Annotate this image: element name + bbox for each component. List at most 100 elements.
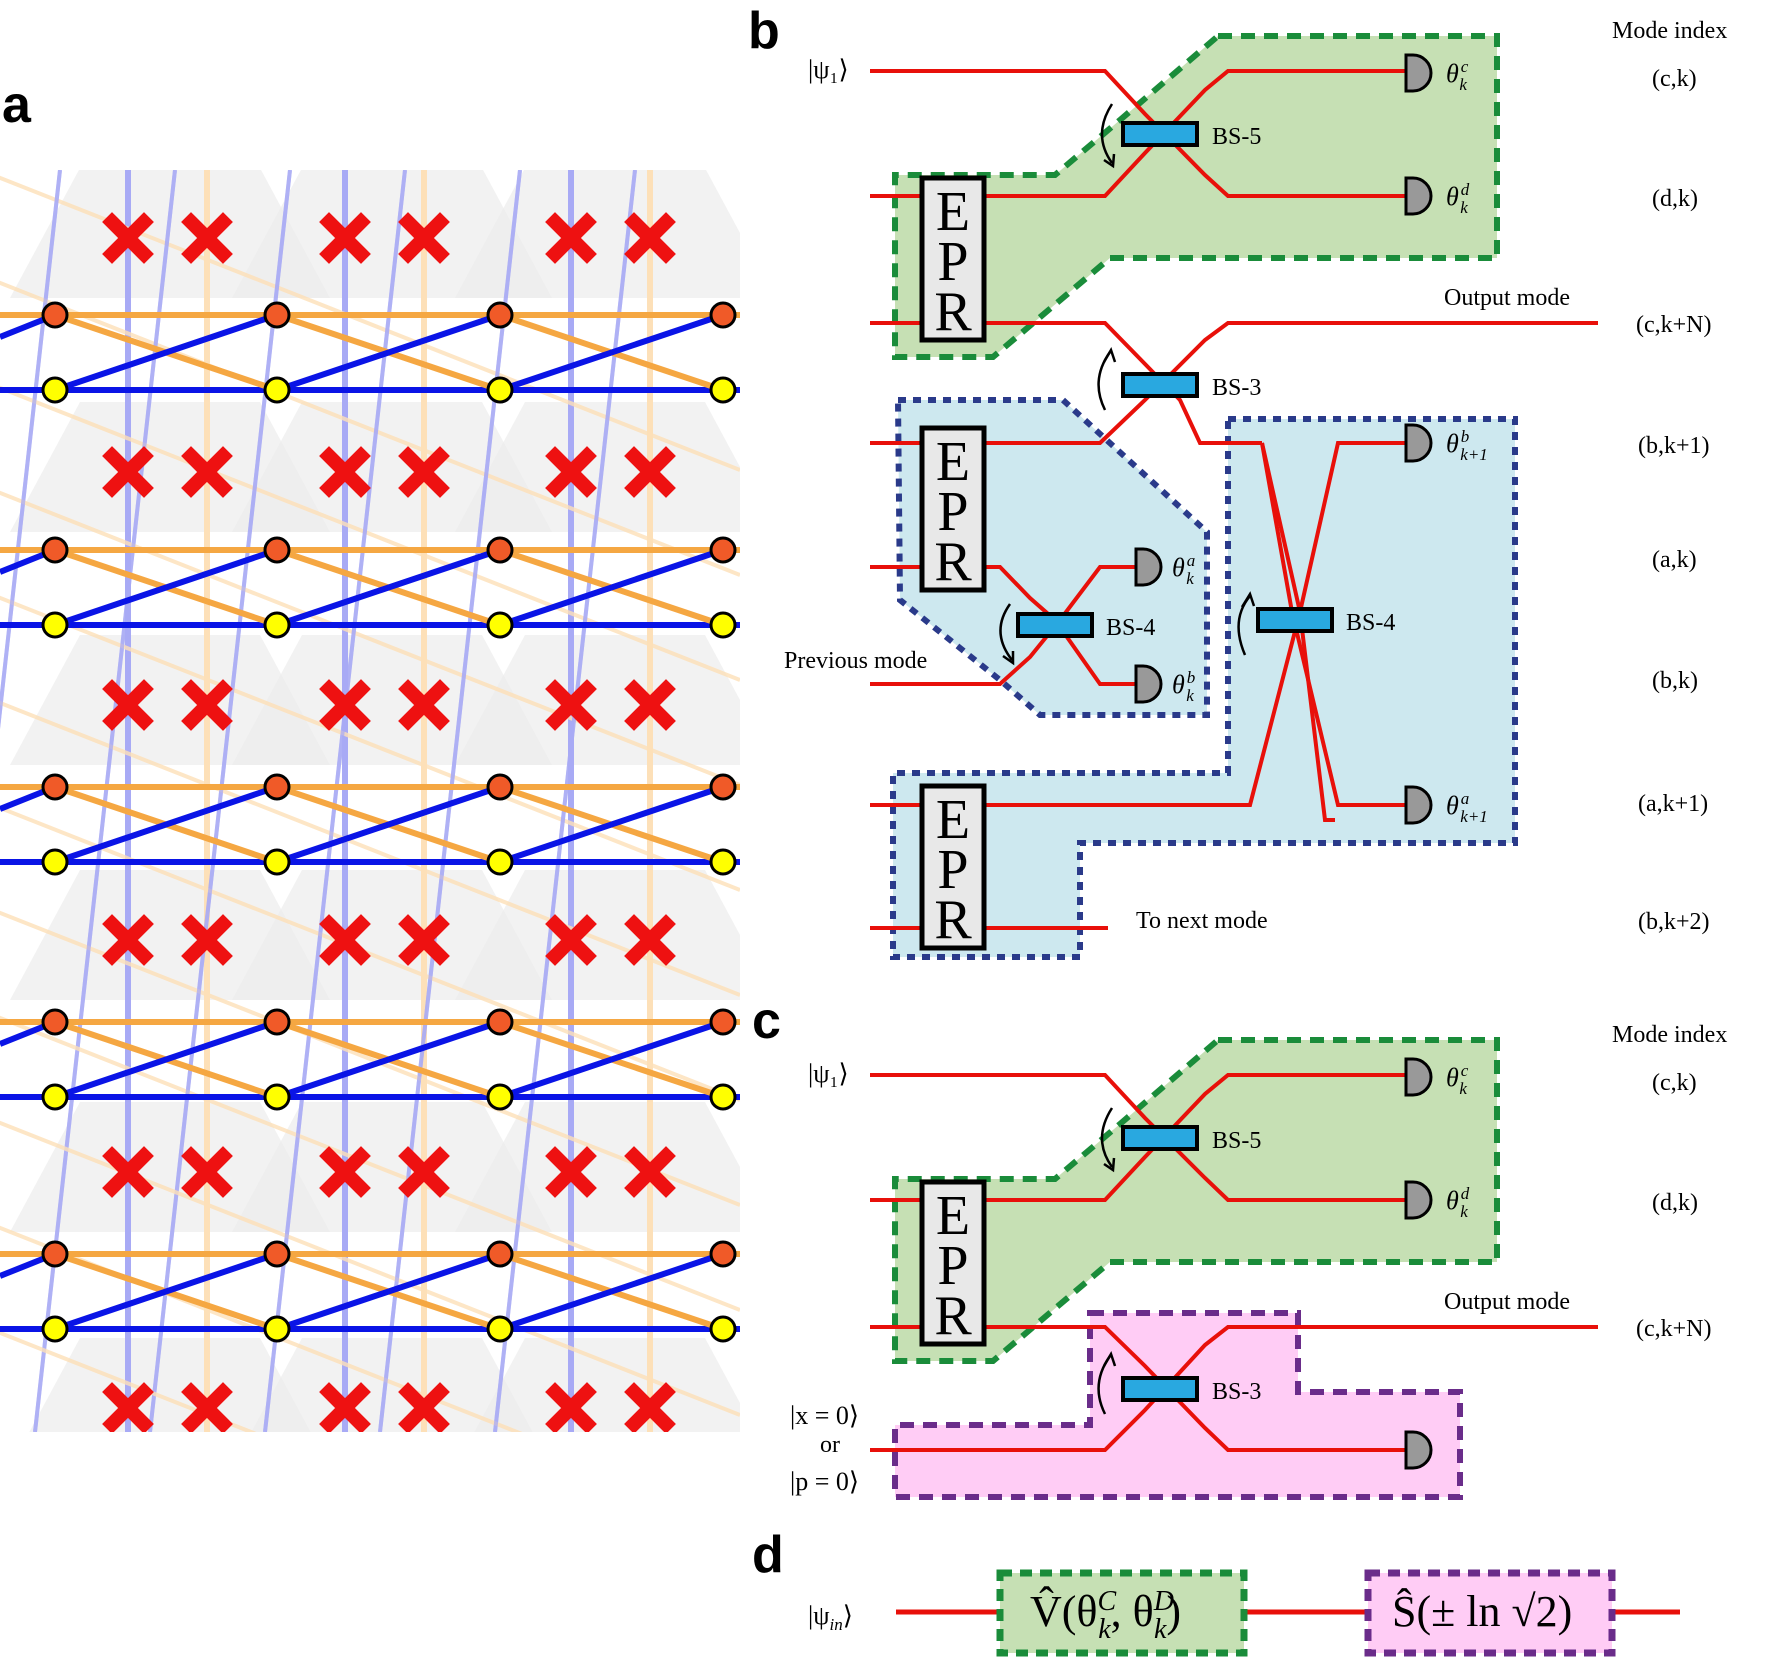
deleted-node-cross xyxy=(102,914,154,966)
svg-text:R: R xyxy=(934,281,972,343)
mode-index-title-c: Mode index xyxy=(1612,1022,1727,1048)
deleted-node-cross xyxy=(319,914,371,966)
yellow-node xyxy=(41,1083,69,1111)
lattice-bg-shape xyxy=(455,402,740,532)
input-ket-d: |ψin⟩ xyxy=(808,1601,853,1634)
mode-index-6: (a,k+1) xyxy=(1638,791,1708,817)
svg-text:P: P xyxy=(937,1235,968,1297)
blue-diagonal-edge xyxy=(276,1019,501,1100)
lattice-light-diagonal xyxy=(0,385,740,682)
yellow-node xyxy=(709,1315,737,1343)
detector-icon xyxy=(1404,423,1433,463)
lattice-light-diagonal xyxy=(493,170,637,1432)
epr-box-2 xyxy=(919,425,987,593)
orange-node xyxy=(709,1008,737,1036)
deleted-node-cross xyxy=(181,679,233,731)
panel-d-label: d xyxy=(752,1526,784,1584)
svg-text:E: E xyxy=(936,789,970,851)
mode-index-c-1: (d,k) xyxy=(1652,1190,1698,1216)
epr-box-3 xyxy=(919,783,987,951)
bs4b-label: BS-4 xyxy=(1346,610,1395,636)
deleted-node-cross xyxy=(102,1146,154,1198)
blue-diagonal-edge xyxy=(54,1251,278,1332)
input-ket-c: |ψ₁⟩ xyxy=(808,1059,849,1088)
orange-node xyxy=(486,301,514,329)
bs5-rect xyxy=(1121,121,1199,147)
deleted-node-cross xyxy=(545,1146,597,1198)
orange-node xyxy=(41,536,69,564)
ancilla-x-ket: |x = 0⟩ xyxy=(790,1401,859,1430)
deleted-node-cross xyxy=(319,1146,371,1198)
yellow-node xyxy=(486,1315,514,1343)
mode-index-c-0: (c,k) xyxy=(1652,1070,1697,1096)
deleted-node-cross xyxy=(102,446,154,498)
yellow-node xyxy=(486,611,514,639)
orange-node xyxy=(41,301,69,329)
orange-node xyxy=(263,536,291,564)
mode-index-7: (b,k+2) xyxy=(1638,909,1710,935)
deleted-node-cross xyxy=(102,212,154,264)
deleted-node-cross xyxy=(398,914,450,966)
svg-text:R: R xyxy=(934,1285,972,1347)
deleted-node-cross xyxy=(624,1382,676,1432)
orange-node xyxy=(486,1240,514,1268)
bs3-label-c: BS-3 xyxy=(1212,1379,1261,1405)
orange-node xyxy=(263,301,291,329)
yellow-node xyxy=(486,376,514,404)
panel-a-label: a xyxy=(2,76,32,134)
lattice-bg-shape xyxy=(474,1338,740,1432)
deleted-node-cross xyxy=(545,914,597,966)
yellow-node xyxy=(486,1083,514,1111)
yellow-node xyxy=(263,1315,291,1343)
output-mode-label-b: Output mode xyxy=(1444,285,1570,311)
panel-b-label: b xyxy=(748,2,780,60)
yellow-node xyxy=(709,1083,737,1111)
deleted-node-cross xyxy=(181,446,233,498)
panel-c-label: c xyxy=(752,992,781,1050)
yellow-node xyxy=(41,848,69,876)
mode-index-5: (b,k) xyxy=(1652,668,1698,694)
orange-node xyxy=(709,301,737,329)
svg-text:R: R xyxy=(934,889,972,951)
v-operator-box xyxy=(996,1569,1248,1657)
mode-index-c-2: (c,k+N) xyxy=(1636,1316,1712,1342)
svg-text:θak+1: θak+1 xyxy=(1446,789,1488,826)
orange-node xyxy=(486,536,514,564)
mode-index-4: (a,k) xyxy=(1652,547,1697,573)
blue-diagonal-edge xyxy=(276,312,501,393)
lattice-nodes xyxy=(41,301,737,1343)
yellow-node xyxy=(263,1083,291,1111)
cluster-state-lattice xyxy=(0,170,740,1432)
deleted-node-cross xyxy=(398,446,450,498)
bs4b-rect xyxy=(1256,607,1334,633)
bs4a-label: BS-4 xyxy=(1106,615,1155,641)
output-mode-label-c: Output mode xyxy=(1444,1289,1570,1315)
yellow-node xyxy=(41,1315,69,1343)
mode-index-title-b: Mode index xyxy=(1612,18,1727,44)
deleted-node-cross xyxy=(545,1382,597,1432)
blue-diagonal-edge xyxy=(499,547,724,628)
orange-node xyxy=(709,773,737,801)
bs5-rect-c xyxy=(1121,1125,1199,1151)
yellow-node xyxy=(709,611,737,639)
panel-a: a xyxy=(0,76,740,1432)
detector-icon xyxy=(1404,1180,1433,1220)
blue-diagonal-edge xyxy=(499,1019,724,1100)
mode-index-1: (d,k) xyxy=(1652,186,1698,212)
deleted-node-cross xyxy=(624,679,676,731)
svg-text:R: R xyxy=(934,531,972,593)
blue-diagonal-edge xyxy=(276,784,501,865)
svg-text:θck: θck xyxy=(1446,1061,1469,1098)
bs4a-rect xyxy=(1016,612,1094,638)
beam-splitters-b: BS-5 BS-3 BS-4 BS-4 xyxy=(1016,121,1395,641)
rotation-arrows-c xyxy=(1097,1107,1117,1415)
beam-splitters-c: BS-5 BS-3 xyxy=(1121,1125,1261,1405)
blue-diagonal-edge xyxy=(54,312,278,393)
blue-diagonal-edge xyxy=(54,1019,278,1100)
lattice-bg-shape xyxy=(455,635,740,765)
detector-icon xyxy=(1404,53,1433,93)
